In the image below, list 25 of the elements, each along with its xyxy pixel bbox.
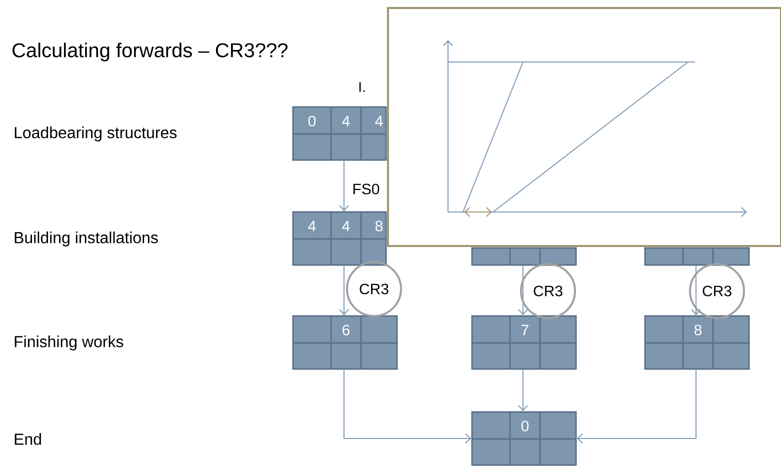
row-label: Loadbearing structures [14,126,177,142]
edge-label: CR3 [689,263,745,319]
arrow [339,160,349,212]
arrow [576,369,696,444]
arrow [518,369,528,412]
activity-box: 7 [471,315,577,370]
activity-box: 0 4 4 [292,106,387,161]
row-label: Building installations [14,232,158,246]
row-label: Finishing works [14,336,124,350]
row-label: End [14,433,41,445]
arrow [691,265,701,316]
activity-box: 6 [292,315,398,370]
title: Calculating forwards – CR3??? [12,42,288,62]
arrow [339,265,349,316]
activity-box [644,247,750,266]
activity-box: 0 [471,411,577,466]
arrow [518,265,528,316]
section-mark: I. [359,82,365,92]
arrow [344,369,472,444]
edge-label: FS0 [351,182,381,196]
edge-label: CR3 [520,263,576,319]
activity-box [471,247,577,266]
activity-box: 4 4 8 [292,211,387,266]
edge-label: CR3 [346,261,402,317]
activity-box: 8 [644,315,750,370]
